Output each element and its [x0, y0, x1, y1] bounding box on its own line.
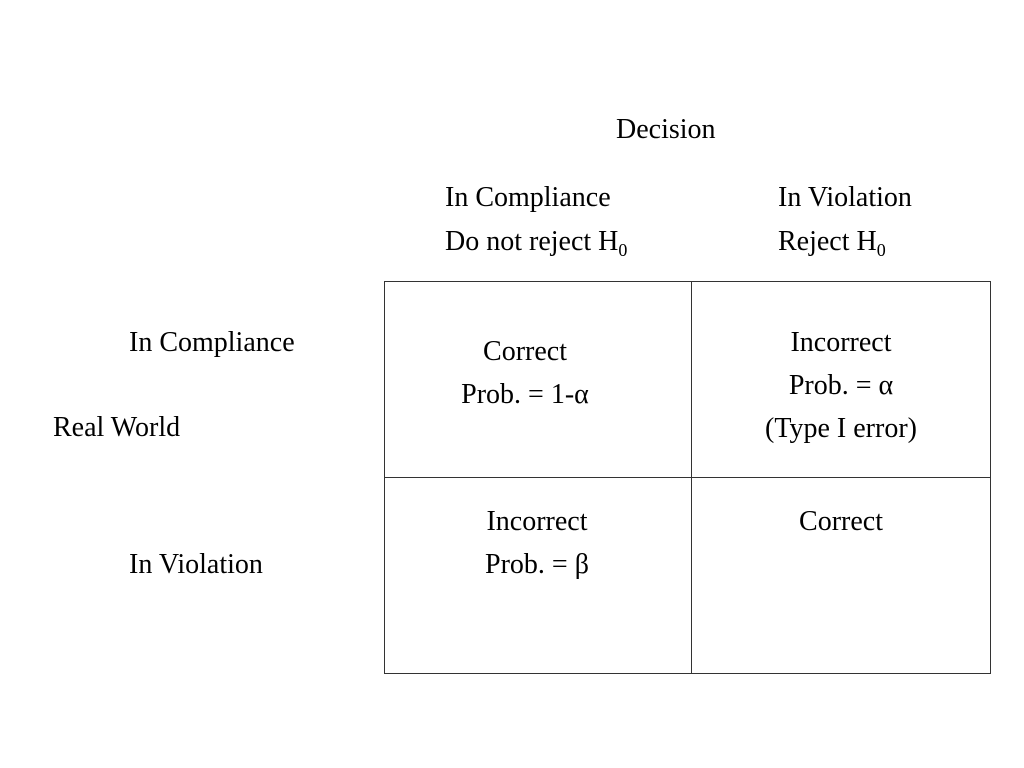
column-hypothesis-compliance-text: Do not reject H	[445, 226, 619, 257]
row-label-compliance: In Compliance	[129, 327, 295, 358]
decision-matrix	[384, 281, 991, 674]
column-hypothesis-compliance-subscript: 0	[618, 240, 628, 260]
cell-outcome: Incorrect	[486, 506, 588, 537]
decision-header: Decision	[616, 114, 716, 145]
cell-probability: Prob. = α	[788, 370, 894, 401]
real-world-label: Real World	[53, 412, 181, 443]
cell-compliance-compliance: Correct Prob. = 1-α	[384, 330, 666, 416]
row-label-violation: In Violation	[129, 549, 263, 580]
cell-error-type: (Type I error)	[765, 413, 917, 444]
cell-violation-violation: Correct	[691, 500, 991, 543]
cell-probability: Prob. = β	[485, 549, 589, 580]
column-hypothesis-violation: Reject H0	[778, 226, 886, 260]
cell-outcome: Incorrect	[790, 327, 892, 358]
cell-outcome: Correct	[799, 506, 883, 537]
column-label-compliance: In Compliance	[445, 182, 611, 213]
column-hypothesis-violation-subscript: 0	[876, 240, 886, 260]
column-hypothesis-violation-text: Reject H	[778, 226, 877, 257]
cell-violation-compliance: Incorrect Prob. = β	[384, 500, 690, 586]
column-hypothesis-compliance: Do not reject H0	[445, 226, 627, 260]
cell-compliance-violation: Incorrect Prob. = α (Type I error)	[691, 321, 991, 450]
matrix-row-divider	[385, 477, 990, 478]
cell-probability: Prob. = 1-α	[461, 379, 589, 410]
cell-outcome: Correct	[483, 336, 567, 367]
column-label-violation: In Violation	[778, 182, 912, 213]
